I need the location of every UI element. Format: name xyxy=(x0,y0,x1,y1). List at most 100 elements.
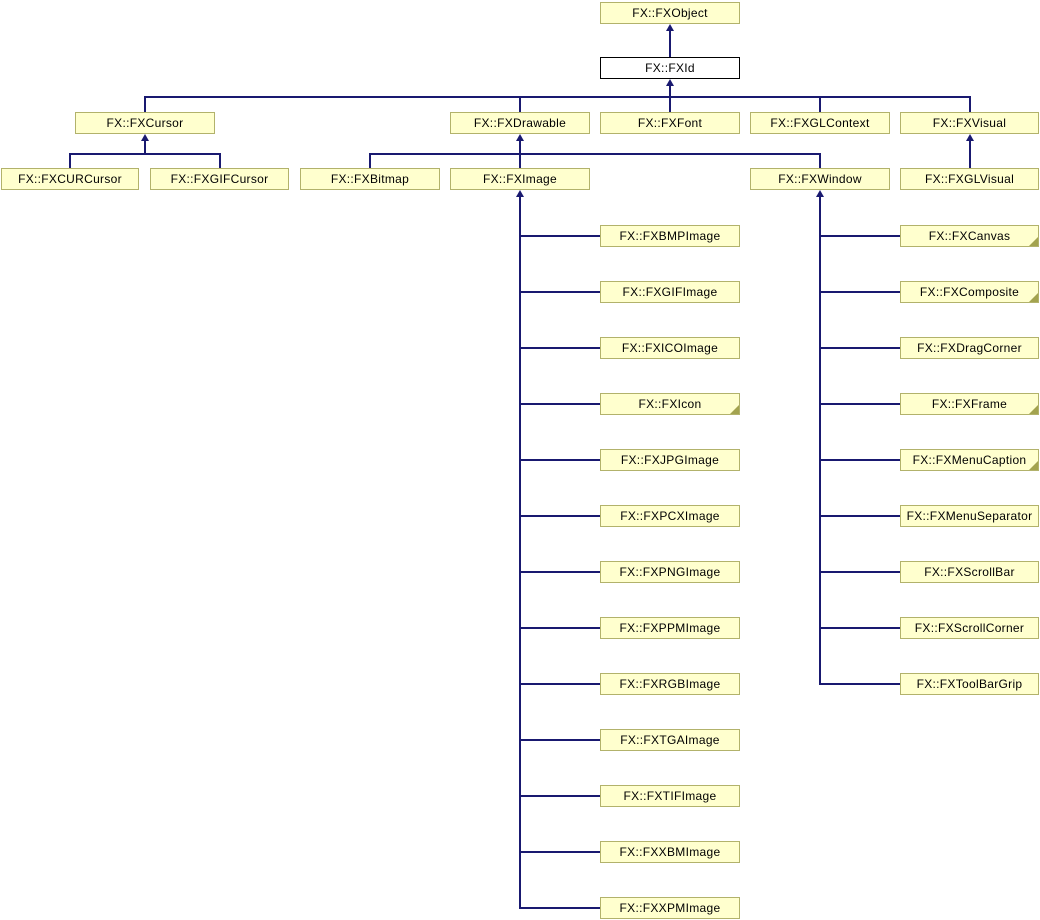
class-node-label: FX::FXTGAImage xyxy=(620,733,720,747)
class-node-fxgifcursor[interactable]: FX::FXGIFCursor xyxy=(150,168,289,190)
class-node-fxid-current: FX::FXId xyxy=(600,57,740,79)
edge-branch-fxbmpimage xyxy=(521,235,600,237)
class-node-label: FX::FXVisual xyxy=(932,116,1007,130)
edge-branch-fxtoolbargrip xyxy=(821,683,900,685)
edge-rail-fxcursor-children xyxy=(69,153,221,155)
class-node-fxcanvas[interactable]: FX::FXCanvas xyxy=(900,225,1039,247)
edge-fxid-fxobject xyxy=(669,29,671,57)
class-node-fxbitmap[interactable]: FX::FXBitmap xyxy=(300,168,440,190)
edge-branch-fxcanvas xyxy=(821,235,900,237)
class-node-label: FX::FXPNGImage xyxy=(619,565,721,579)
edge-drop-fxwindow xyxy=(819,153,821,168)
class-node-fxpcximage[interactable]: FX::FXPCXImage xyxy=(600,505,740,527)
class-node-fxscrollcorner[interactable]: FX::FXScrollCorner xyxy=(900,617,1039,639)
class-node-fxglvisual[interactable]: FX::FXGLVisual xyxy=(900,168,1039,190)
class-node-label: FX::FXDrawable xyxy=(473,116,567,130)
edge-drop-fxdrawable xyxy=(519,96,521,112)
class-node-fxjpgimage[interactable]: FX::FXJPGImage xyxy=(600,449,740,471)
class-node-fxdrawable[interactable]: FX::FXDrawable xyxy=(450,112,590,134)
class-node-label: FX::FXICOImage xyxy=(621,341,719,355)
class-node-fxcursor[interactable]: FX::FXCursor xyxy=(75,112,215,134)
truncated-fold-icon xyxy=(1029,237,1038,246)
class-node-fxbmpimage[interactable]: FX::FXBMPImage xyxy=(600,225,740,247)
arrowhead-to-fxdrawable xyxy=(516,134,524,141)
class-node-label: FX::FXCanvas xyxy=(928,229,1011,243)
edge-branch-fxmenuseparator xyxy=(821,515,900,517)
arrowhead-to-fxcursor xyxy=(141,134,149,141)
edge-stem-fximage-children xyxy=(519,196,521,909)
class-node-label: FX::FXFont xyxy=(637,116,703,130)
edge-fxcursor-rail xyxy=(144,140,146,155)
edge-branch-fxframe xyxy=(821,403,900,405)
edge-branch-fxcomposite xyxy=(821,291,900,293)
class-node-fxxpmimage[interactable]: FX::FXXPMImage xyxy=(600,897,740,919)
edge-branch-fxxpmimage xyxy=(521,907,600,909)
arrowhead-to-fximage xyxy=(516,190,524,197)
class-node-fxwindow[interactable]: FX::FXWindow xyxy=(750,168,890,190)
class-node-label: FX::FXCURCursor xyxy=(18,172,122,186)
class-node-label: FX::FXXPMImage xyxy=(619,901,721,915)
class-node-fxmenucaption[interactable]: FX::FXMenuCaption xyxy=(900,449,1039,471)
edge-fxdrawable-rail xyxy=(519,140,521,155)
arrowhead-to-fxobject xyxy=(666,24,674,31)
class-node-fxscrollbar[interactable]: FX::FXScrollBar xyxy=(900,561,1039,583)
class-node-label: FX::FXToolBarGrip xyxy=(916,677,1023,691)
class-node-label: FX::FXJPGImage xyxy=(620,453,720,467)
arrowhead-to-fxwindow xyxy=(816,190,824,197)
class-node-label: FX::FXGIFImage xyxy=(622,285,718,299)
class-node-label: FX::FXScrollCorner xyxy=(914,621,1025,635)
truncated-fold-icon xyxy=(1029,293,1038,302)
truncated-fold-icon xyxy=(730,405,739,414)
edge-branch-fxjpgimage xyxy=(521,459,600,461)
edge-rail-fxdrawable-children xyxy=(369,153,821,155)
class-node-label: FX::FXRGBImage xyxy=(619,677,721,691)
edge-rail-fxid-children xyxy=(144,96,971,98)
class-node-label: FX::FXPPMImage xyxy=(619,621,721,635)
class-node-fxmenuseparator[interactable]: FX::FXMenuSeparator xyxy=(900,505,1039,527)
class-node-label: FX::FXTIFImage xyxy=(623,789,717,803)
class-node-fxppmimage[interactable]: FX::FXPPMImage xyxy=(600,617,740,639)
edge-branch-fxtgaimage xyxy=(521,739,600,741)
class-node-fxcomposite[interactable]: FX::FXComposite xyxy=(900,281,1039,303)
class-node-fxglcontext[interactable]: FX::FXGLContext xyxy=(750,112,890,134)
class-node-label: FX::FXId xyxy=(645,61,695,75)
class-node-label: FX::FXBMPImage xyxy=(619,229,721,243)
edge-drop-fxglcontext xyxy=(819,96,821,112)
edge-branch-fxmenucaption xyxy=(821,459,900,461)
class-node-label: FX::FXGLContext xyxy=(770,116,870,130)
class-node-label: FX::FXImage xyxy=(483,172,557,186)
edge-branch-fxpcximage xyxy=(521,515,600,517)
class-node-fxicon[interactable]: FX::FXIcon xyxy=(600,393,740,415)
truncated-fold-icon xyxy=(1029,405,1038,414)
class-node-fxfont[interactable]: FX::FXFont xyxy=(600,112,740,134)
class-node-label: FX::FXXBMImage xyxy=(619,845,721,859)
edge-branch-fxicoimage xyxy=(521,347,600,349)
class-node-label: FX::FXMenuSeparator xyxy=(906,509,1033,523)
edge-branch-fxscrollbar xyxy=(821,571,900,573)
edge-rail-fxid xyxy=(669,85,671,112)
class-node-fxtgaimage[interactable]: FX::FXTGAImage xyxy=(600,729,740,751)
edge-drop-fxbitmap xyxy=(369,153,371,168)
class-node-label: FX::FXGIFCursor xyxy=(170,172,269,186)
class-node-fxcurcursor[interactable]: FX::FXCURCursor xyxy=(1,168,139,190)
class-node-fxframe[interactable]: FX::FXFrame xyxy=(900,393,1039,415)
edge-branch-fxrgbimage xyxy=(521,683,600,685)
class-node-fxtoolbargrip[interactable]: FX::FXToolBarGrip xyxy=(900,673,1039,695)
class-node-fxpngimage[interactable]: FX::FXPNGImage xyxy=(600,561,740,583)
arrowhead-to-fxid xyxy=(666,79,674,86)
class-node-label: FX::FXIcon xyxy=(638,397,702,411)
class-node-label: FX::FXGLVisual xyxy=(924,172,1015,186)
class-node-fxxbmimage[interactable]: FX::FXXBMImage xyxy=(600,841,740,863)
class-node-fxicoimage[interactable]: FX::FXICOImage xyxy=(600,337,740,359)
class-node-label: FX::FXBitmap xyxy=(330,172,410,186)
class-node-fxtifimage[interactable]: FX::FXTIFImage xyxy=(600,785,740,807)
edge-drop-fximage xyxy=(519,153,521,168)
class-node-fxgifimage[interactable]: FX::FXGIFImage xyxy=(600,281,740,303)
class-node-fxrgbimage[interactable]: FX::FXRGBImage xyxy=(600,673,740,695)
class-node-fximage[interactable]: FX::FXImage xyxy=(450,168,590,190)
class-node-fxdragcorner[interactable]: FX::FXDragCorner xyxy=(900,337,1039,359)
arrowhead-to-fxvisual xyxy=(966,134,974,141)
class-node-fxobject[interactable]: FX::FXObject xyxy=(600,2,740,24)
class-node-fxvisual[interactable]: FX::FXVisual xyxy=(900,112,1039,134)
